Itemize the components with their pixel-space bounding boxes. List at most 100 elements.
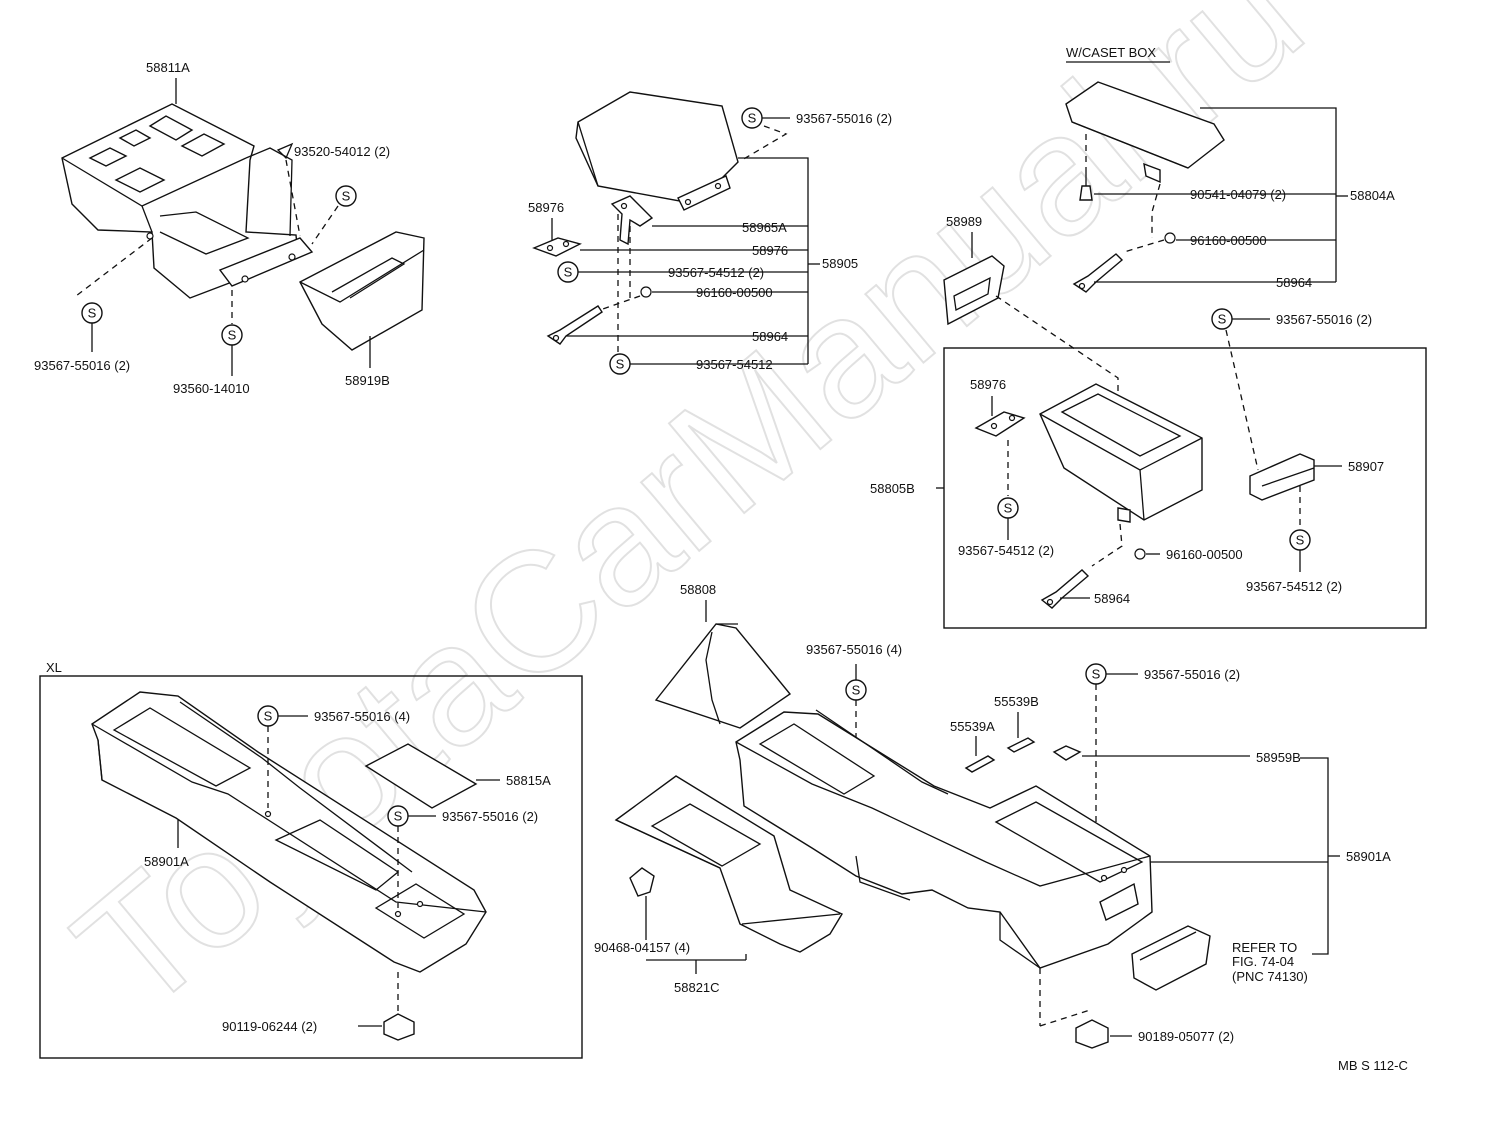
label-93567-55016-d: 93567-55016 (4) [806,642,902,657]
svg-text:S: S [852,683,861,698]
xl-frame [39,675,583,1059]
label-58811A: 58811A [146,60,190,75]
label-55539B: 55539B [994,694,1039,709]
label-93567-55016-c: 93567-55016 (2) [1276,312,1372,327]
lock-rod-58964 [546,305,603,345]
drawing-code: MB S 112-C [1338,1058,1408,1073]
screw-symbol: S [845,679,867,701]
label-58976-c: 58976 [970,377,1006,392]
lock-rod-58964 [1040,569,1090,609]
pad-58989 [943,255,1005,326]
label-93567-55016-f: 93567-55016 (4) [314,709,410,724]
pad-58959B [1052,745,1082,761]
bracket-58907 [1249,453,1315,501]
svg-text:S: S [1218,312,1227,327]
lock-rod-58964 [1072,253,1124,293]
clip-96160 [1134,548,1146,560]
front-console-box [61,103,314,299]
screw-symbol: S [609,353,631,375]
label-90189-05077: 90189-05077 (2) [1138,1029,1234,1044]
label-93520-54012: 93520-54012 (2) [294,144,390,159]
label-93567-55016-a: 93567-55016 (2) [34,358,130,373]
label-93567-55016-e: 93567-55016 (2) [1144,667,1240,682]
ashtray-74130 [1131,925,1211,991]
armrest-lid [575,91,739,211]
label-58821C: 58821C [674,980,720,995]
label-90468-04157: 90468-04157 (4) [594,940,690,955]
label-93567-54512-a: 93567-54512 (2) [668,265,764,280]
console-58901A [735,709,1153,969]
screw-symbol: S [1289,529,1311,551]
label-58808: 58808 [680,582,716,597]
clip-55539B [1006,737,1036,753]
hinge-bracket-58976 [974,411,1026,437]
svg-text:S: S [88,306,97,321]
screw-symbol: S [1211,308,1233,330]
label-90541-04079: 90541-04079 (2) [1190,187,1286,202]
group-label-xl: XL [46,660,62,675]
label-55539A: 55539A [950,719,995,734]
label-refer-2: FIG. 74-04 [1232,954,1294,969]
label-58919B: 58919B [345,373,390,388]
screw-symbol: S [997,497,1019,519]
screw-symbol: S [257,705,279,727]
pad-58815A [364,743,478,809]
svg-text:S: S [1092,667,1101,682]
clip-96160 [640,286,652,298]
label-58989: 58989 [946,214,982,229]
label-58964-c: 58964 [1094,591,1130,606]
label-93560-14010: 93560-14010 [173,381,250,396]
screw-symbol: S [557,261,579,283]
console-tray-58821C [614,775,844,953]
console-58901A-xl [91,691,487,973]
svg-text:S: S [616,357,625,372]
label-58976-a: 58976 [528,200,564,215]
svg-text:S: S [394,809,403,824]
screw-symbol: S [335,185,357,207]
svg-text:S: S [228,328,237,343]
label-96160-00500-b: 96160-00500 [1190,233,1267,248]
label-58964-a: 58964 [752,329,788,344]
label-93567-55016-g: 93567-55016 (2) [442,809,538,824]
screw-symbol: S [741,107,763,129]
caset-box-58805B [1039,383,1203,523]
label-58901A-b: 58901A [1346,849,1391,864]
label-58965A: 58965A [742,220,787,235]
screw-symbol: S [387,805,409,827]
label-refer-3: (PNC 74130) [1232,969,1308,984]
label-58901A-a: 58901A [144,854,189,869]
svg-text:S: S [748,111,757,126]
screw-symbol: S [221,324,243,346]
hinge-58965A [610,195,654,246]
svg-text:S: S [1004,501,1013,516]
hinge-bracket-58976 [532,237,582,257]
label-93567-54512-b: 93567-54512 [696,357,773,372]
label-58959B: 58959B [1256,750,1301,765]
group-label-caset-box: W/CASET BOX [1066,45,1156,60]
clip-90468 [629,867,655,897]
label-58976-b: 58976 [752,243,788,258]
svg-text:S: S [1296,533,1305,548]
shift-boot-58808 [654,623,792,729]
svg-text:S: S [342,189,351,204]
svg-text:S: S [264,709,273,724]
label-58805B: 58805B [870,481,915,496]
label-96160-00500-a: 96160-00500 [696,285,773,300]
plug-90119 [383,1013,415,1041]
caset-box-lid [1065,81,1225,184]
label-96160-00500-c: 96160-00500 [1166,547,1243,562]
label-refer-1: REFER TO [1232,940,1297,955]
svg-text:S: S [564,265,573,280]
label-93567-55016-b: 93567-55016 (2) [796,111,892,126]
label-93567-54512-d: 93567-54512 (2) [1246,579,1342,594]
label-58964-b: 58964 [1276,275,1312,290]
label-90119-06244: 90119-06244 (2) [222,1019,317,1034]
label-58907: 58907 [1348,459,1384,474]
screw-symbol: S [81,302,103,324]
label-58815A: 58815A [506,773,551,788]
label-58804A: 58804A [1350,188,1395,203]
screw-90541 [1079,172,1093,201]
label-58905: 58905 [822,256,858,271]
label-93567-54512-c: 93567-54512 (2) [958,543,1054,558]
